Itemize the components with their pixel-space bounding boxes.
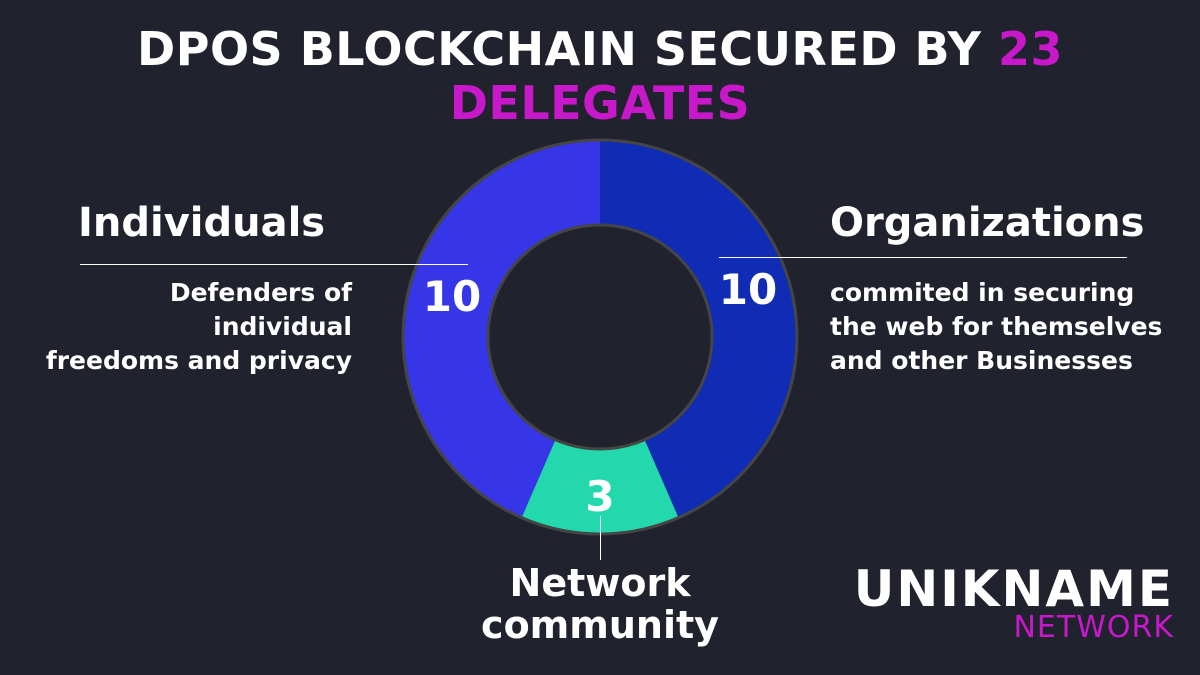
title-highlight: 23 DELEGATES	[449, 22, 1063, 130]
individuals-heading: Individuals	[78, 200, 326, 246]
desc-line: individual	[213, 312, 352, 341]
community-leader-line	[600, 516, 601, 560]
individuals-value-label: 10	[422, 272, 482, 321]
individuals-leader-line	[80, 264, 468, 265]
donut-segment-individuals	[403, 140, 600, 518]
individuals-description: Defenders of individual freedoms and pri…	[46, 276, 352, 378]
community-value-label: 3	[585, 472, 615, 521]
desc-line: the web for themselves	[830, 312, 1163, 341]
organizations-leader-line	[719, 257, 1127, 258]
desc-line: freedoms and privacy	[45, 346, 352, 375]
desc-line: and other Businesses	[830, 346, 1133, 375]
logo-main: UNIKNAME	[853, 560, 1174, 618]
donut-segment-network-community	[521, 439, 679, 534]
donut-segment-organizations	[600, 140, 797, 518]
organizations-heading: Organizations	[830, 200, 1145, 246]
logo-sub: NETWORK	[1013, 610, 1174, 645]
page-title: DPOS BLOCKCHAIN SECURED BY 23 DELEGATES	[0, 22, 1200, 130]
community-heading: Network community	[400, 562, 800, 646]
desc-line: commited in securing	[830, 278, 1135, 307]
title-main: DPOS BLOCKCHAIN SECURED BY	[137, 22, 998, 76]
uniknames-logo: UNIKNAME NETWORK	[854, 560, 1174, 645]
organizations-value-label: 10	[718, 265, 778, 314]
heading-line: community	[481, 603, 719, 647]
donut-inner-ring	[486, 223, 714, 451]
desc-line: Defenders of	[169, 278, 352, 307]
heading-line: Network	[509, 561, 691, 605]
organizations-description: commited in securing the web for themsel…	[830, 276, 1162, 378]
